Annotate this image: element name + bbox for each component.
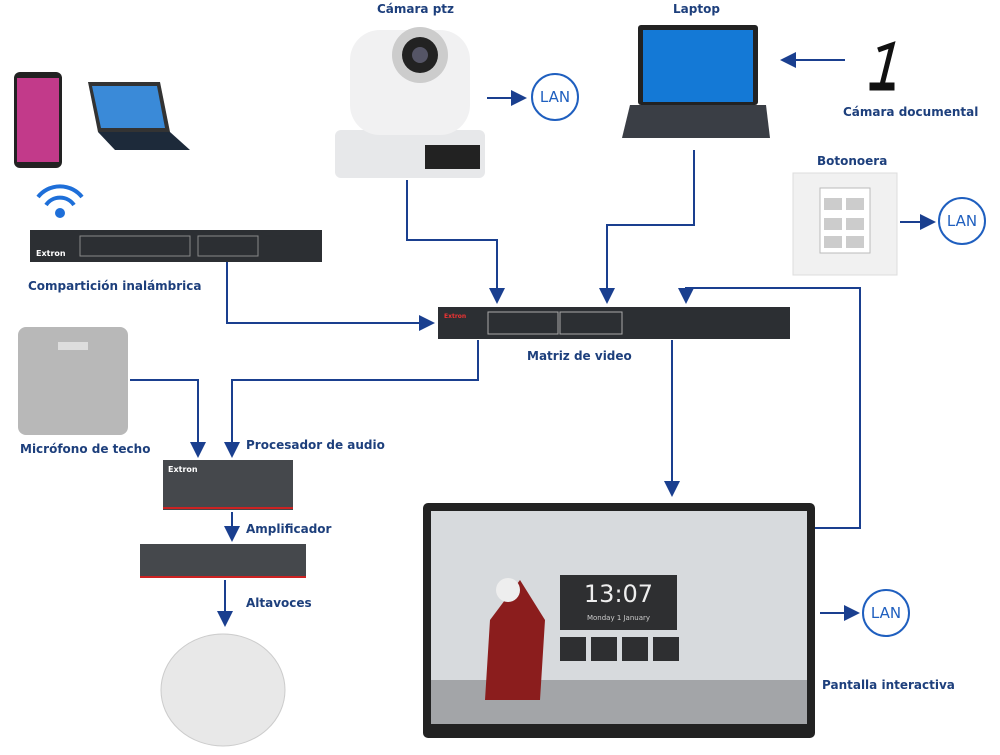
label-laptop: Laptop [673, 2, 720, 16]
amplifier-image [140, 544, 306, 578]
label-button-panel: Botonoera [817, 154, 888, 168]
display-clock-date: Monday 1 January [586, 614, 651, 622]
label-video-matrix: Matriz de video [527, 349, 632, 363]
label-wireless-sharing: Compartición inalámbrica [28, 279, 202, 293]
lan-icon-ptz: LAN [531, 73, 579, 121]
label-ceiling-mic: Micrófono de techo [20, 442, 151, 456]
svg-text:Extron: Extron [168, 465, 198, 474]
wireless-sharing-device-image: Extron [30, 230, 322, 262]
ptz-camera-image [335, 27, 485, 178]
ceiling-microphone-image [18, 327, 128, 435]
svg-text:Extron: Extron [444, 313, 466, 320]
audio-processor-image: Extron [163, 460, 293, 510]
label-doc-camera: Cámara documental [843, 105, 979, 119]
document-camera-image [869, 41, 896, 91]
label-ptz-camera: Cámara ptz [377, 2, 455, 16]
laptop-small-image [88, 82, 190, 150]
video-matrix-image: Extron [438, 307, 790, 339]
label-audio-processor: Procesador de audio [246, 438, 385, 452]
label-speakers: Altavoces [246, 596, 312, 610]
lan-icon-display: LAN [862, 589, 910, 637]
interactive-display-image [423, 503, 815, 738]
extron-logo: Extron [36, 249, 66, 258]
wifi-icon [36, 184, 84, 218]
lan-icon-button-panel: LAN [938, 197, 986, 245]
connectors [130, 52, 936, 627]
smartphone-image [14, 72, 62, 168]
speaker-image [160, 633, 286, 747]
display-clock-time: 13:07 [583, 580, 654, 608]
laptop-image [622, 25, 770, 138]
label-amplifier: Amplificador [246, 522, 332, 536]
button-panel-image [792, 172, 898, 276]
label-interactive-display: Pantalla interactiva [822, 678, 955, 692]
